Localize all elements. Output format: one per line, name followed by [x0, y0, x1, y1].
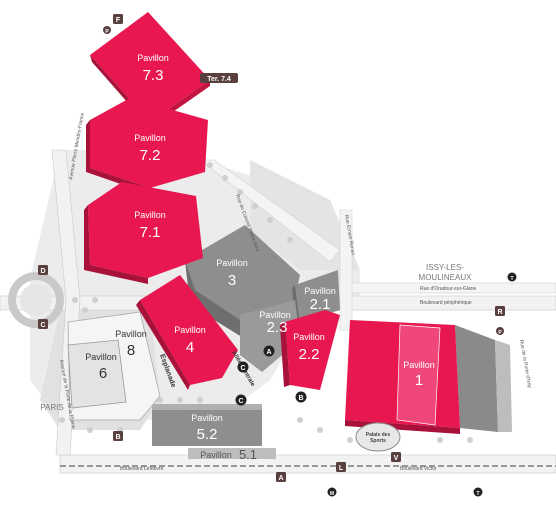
pavilion-5-2-number: 5.2 [197, 426, 218, 443]
terrace-7-4-badge[interactable]: Ter. 7.4 [200, 73, 238, 83]
entrance-F-marker[interactable]: F [113, 14, 123, 24]
pavilion-6-label: Pavillon [85, 352, 117, 362]
pavilion-6[interactable] [67, 339, 127, 409]
svg-text:P: P [498, 330, 502, 336]
parking-marker-east[interactable]: P [496, 327, 504, 336]
palais-label-2: Sports [370, 438, 386, 444]
entrance-B-marker-west[interactable]: B [113, 431, 123, 441]
entrance-B-marker-center[interactable]: B [295, 391, 307, 403]
svg-text:A: A [278, 475, 283, 482]
pavilion-6-number: 6 [99, 365, 107, 382]
pavilion-2-2[interactable] [280, 310, 340, 390]
street-orador: Rue d'Oradour-sur-Glane [420, 286, 476, 292]
svg-text:A: A [266, 349, 271, 356]
svg-text:D: D [40, 268, 45, 275]
pavilion-7-2-number: 7.2 [140, 147, 161, 164]
tram-marker-northeast[interactable]: T [507, 272, 517, 283]
pavilion-7-3-number: 7.3 [143, 67, 164, 84]
paris-label: PARIS [40, 403, 63, 412]
svg-text:L: L [339, 465, 344, 472]
palais-label-1: Palais des [366, 432, 391, 438]
tram-marker-southeast[interactable]: T [473, 487, 483, 498]
pavilion-1-grey-wings[interactable] [455, 325, 512, 432]
svg-text:C: C [240, 365, 245, 372]
markers[interactable]: F D C C C B B A [38, 14, 517, 497]
pavilion-8-number: 8 [127, 342, 135, 359]
svg-text:V: V [394, 455, 399, 462]
svg-text:T: T [510, 276, 513, 282]
pavilion-4[interactable] [136, 275, 238, 390]
entrance-D-marker[interactable]: D [38, 265, 48, 275]
pavilion-2-1-number: 2.1 [310, 296, 331, 313]
pavilion-2-1[interactable] [292, 270, 340, 325]
pavilion-4-number: 4 [186, 339, 194, 356]
entrance-C-marker-center-2[interactable]: C [235, 394, 247, 406]
entrance-A-marker-center[interactable]: A [263, 345, 275, 357]
pavilion-1[interactable] [345, 320, 460, 434]
entrance-A-marker-south[interactable]: A [276, 472, 286, 482]
pavilion-7-1[interactable] [84, 182, 203, 284]
entrance-C-marker-center-1[interactable]: C [237, 361, 249, 373]
pavilion-4-label: Pavillon [174, 325, 206, 335]
svg-text:R: R [497, 309, 502, 316]
pavilion-3-label: Pavillon [216, 258, 248, 268]
pavilion-2-2-number: 2.2 [299, 346, 320, 363]
pavilion-7-1-label: Pavillon [134, 210, 166, 220]
svg-text:P: P [105, 29, 109, 35]
pavilion-2-1-label: Pavillon [304, 286, 336, 296]
street-peripherique: Boulevard périphérique [420, 300, 472, 306]
svg-text:C: C [238, 398, 243, 405]
svg-text:B: B [298, 395, 303, 402]
trees [59, 162, 473, 443]
street-lefebvre: Boulevard Lefebvre [120, 466, 164, 472]
svg-text:C: C [40, 322, 45, 329]
pavilion-7-2[interactable] [86, 98, 208, 194]
pavilion-7-1-number: 7.1 [140, 224, 161, 241]
pavilion-2-3-label: Pavillon [259, 310, 291, 320]
pavilion-8-label: Pavillon [115, 329, 147, 339]
pavilion-labels: Pavillon 7.3 Pavillon 7.2 Pavillon 7.1 P… [85, 53, 435, 462]
pavilion-5-1-number: 5.1 [239, 447, 257, 462]
pavilion-3-number: 3 [228, 272, 236, 289]
pavilion-2-3-number: 2.3 [267, 319, 288, 336]
pavilion-2-2-label: Pavillon [293, 332, 325, 342]
pavilion-1-label: Pavillon [403, 360, 435, 370]
entrance-C-marker-west[interactable]: C [38, 319, 48, 329]
pavilion-5-2[interactable] [152, 404, 262, 446]
palais-des-sports[interactable]: Palais des Sports [355, 422, 401, 452]
pavilion-5-1[interactable] [188, 448, 276, 459]
pavilion-1-number: 1 [415, 372, 423, 389]
entrance-R-marker[interactable]: R [495, 306, 505, 316]
pavilion-7-2-label: Pavillon [134, 133, 166, 143]
pavilion-5-1-label: Pavillon [200, 450, 232, 460]
pavilion-2-3[interactable] [240, 300, 300, 372]
street-victor: Boulevard Victor [400, 466, 437, 472]
svg-text:T: T [476, 491, 479, 497]
terrace-7-4-label: Ter. 7.4 [207, 76, 231, 83]
svg-text:B: B [115, 434, 120, 441]
metro-marker[interactable]: M [327, 487, 337, 498]
issy-label-1: ISSY-LES- [426, 263, 464, 272]
roads [0, 149, 556, 474]
parking-marker-north[interactable]: P [103, 26, 111, 35]
entrance-V-marker[interactable]: V [391, 452, 401, 462]
pavilion-5-2-label: Pavillon [191, 413, 223, 423]
entrance-L-marker[interactable]: L [336, 462, 346, 472]
svg-text:F: F [116, 17, 121, 24]
svg-text:M: M [330, 491, 334, 497]
issy-label-2: MOULINEAUX [419, 273, 473, 282]
pavilion-7-3-label: Pavillon [137, 53, 169, 63]
